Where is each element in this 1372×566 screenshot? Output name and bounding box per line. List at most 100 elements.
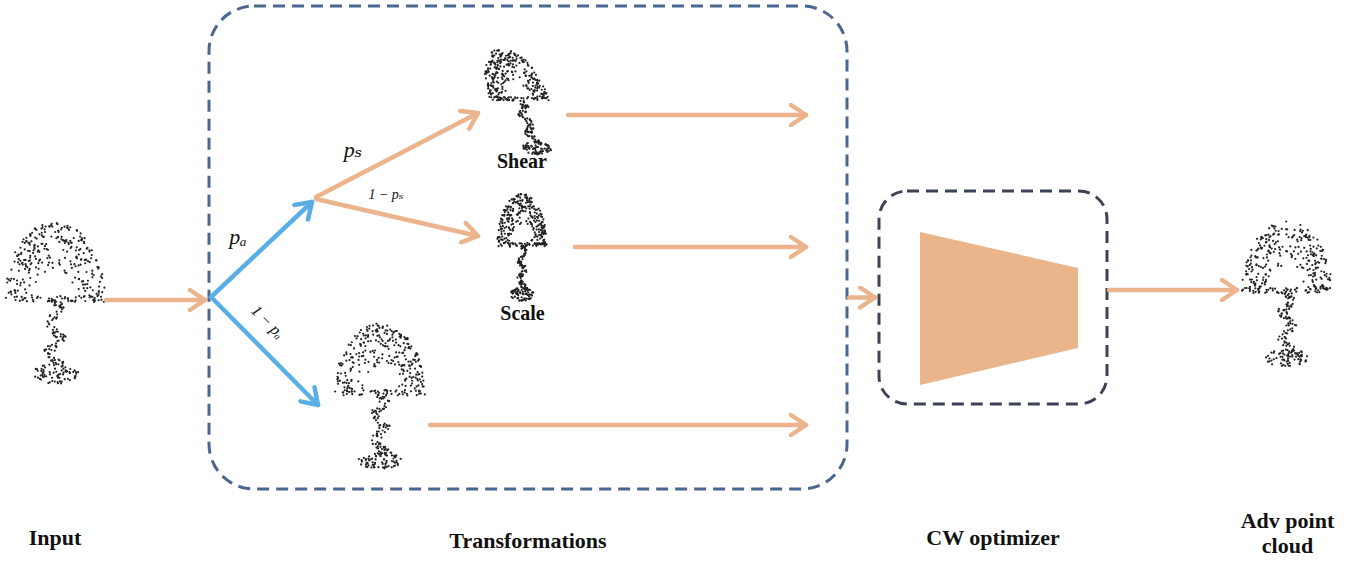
point bbox=[534, 233, 536, 235]
point bbox=[340, 362, 342, 364]
point bbox=[525, 207, 527, 209]
point bbox=[20, 282, 22, 284]
point bbox=[378, 415, 380, 417]
point bbox=[522, 97, 524, 99]
point bbox=[511, 71, 513, 73]
point bbox=[350, 379, 352, 381]
point bbox=[540, 229, 542, 231]
point bbox=[352, 366, 354, 368]
point bbox=[531, 294, 533, 296]
point bbox=[534, 242, 536, 244]
point bbox=[1265, 234, 1267, 236]
point bbox=[527, 201, 529, 203]
point bbox=[1263, 245, 1265, 247]
point bbox=[498, 50, 500, 52]
point bbox=[381, 448, 383, 450]
point bbox=[1317, 261, 1319, 263]
point bbox=[60, 228, 62, 230]
point bbox=[390, 452, 392, 454]
point bbox=[507, 79, 509, 81]
point bbox=[503, 230, 505, 232]
point bbox=[57, 331, 59, 333]
point bbox=[523, 283, 525, 285]
point bbox=[100, 296, 102, 298]
point bbox=[61, 369, 63, 371]
point bbox=[403, 342, 405, 344]
point bbox=[388, 465, 390, 467]
point bbox=[388, 348, 390, 350]
point bbox=[344, 372, 346, 374]
point bbox=[403, 336, 405, 338]
point bbox=[48, 225, 50, 227]
point bbox=[485, 72, 487, 74]
point bbox=[404, 347, 406, 349]
point bbox=[531, 131, 533, 133]
point bbox=[74, 301, 76, 303]
point bbox=[539, 238, 541, 240]
point bbox=[538, 214, 540, 216]
point bbox=[506, 206, 508, 208]
point bbox=[530, 239, 532, 241]
point bbox=[496, 99, 498, 101]
point bbox=[417, 373, 419, 375]
point bbox=[21, 241, 23, 243]
point bbox=[529, 127, 531, 129]
point bbox=[384, 345, 386, 347]
point bbox=[362, 351, 364, 353]
point bbox=[527, 65, 529, 67]
point bbox=[395, 351, 397, 353]
point bbox=[353, 390, 355, 392]
optimizer-frame bbox=[879, 191, 1107, 404]
point bbox=[358, 352, 360, 354]
point bbox=[376, 359, 378, 361]
point bbox=[358, 364, 360, 366]
point bbox=[541, 221, 543, 223]
point bbox=[501, 73, 503, 75]
point bbox=[404, 378, 406, 380]
point bbox=[94, 297, 96, 299]
point bbox=[545, 97, 547, 99]
point bbox=[520, 193, 522, 195]
point bbox=[530, 88, 532, 90]
point bbox=[64, 242, 66, 244]
point bbox=[509, 209, 511, 211]
point bbox=[13, 260, 15, 262]
point bbox=[397, 344, 399, 346]
point bbox=[398, 351, 400, 353]
point bbox=[383, 396, 385, 398]
point bbox=[522, 145, 524, 147]
point bbox=[81, 239, 83, 241]
point bbox=[415, 377, 417, 379]
point bbox=[359, 394, 361, 396]
point bbox=[500, 228, 502, 230]
point bbox=[501, 97, 503, 99]
point bbox=[366, 462, 368, 464]
point bbox=[1297, 253, 1299, 255]
point bbox=[343, 354, 345, 356]
point bbox=[371, 461, 373, 463]
point bbox=[496, 81, 498, 83]
point bbox=[415, 361, 417, 363]
point bbox=[1314, 272, 1316, 274]
point bbox=[21, 262, 23, 264]
point bbox=[80, 297, 82, 299]
point bbox=[76, 246, 78, 248]
point bbox=[1246, 261, 1248, 263]
point bbox=[407, 361, 409, 363]
point bbox=[518, 114, 520, 116]
point bbox=[525, 298, 527, 300]
point bbox=[534, 97, 536, 99]
point bbox=[69, 260, 71, 262]
point bbox=[389, 328, 391, 330]
point bbox=[530, 197, 532, 199]
point bbox=[540, 215, 542, 217]
point bbox=[510, 233, 512, 235]
point bbox=[66, 251, 68, 253]
point bbox=[509, 56, 511, 58]
point bbox=[508, 99, 510, 101]
point bbox=[370, 466, 372, 468]
point bbox=[365, 459, 367, 461]
point-cloud bbox=[1241, 220, 1331, 367]
point bbox=[524, 243, 526, 245]
point bbox=[35, 368, 37, 370]
